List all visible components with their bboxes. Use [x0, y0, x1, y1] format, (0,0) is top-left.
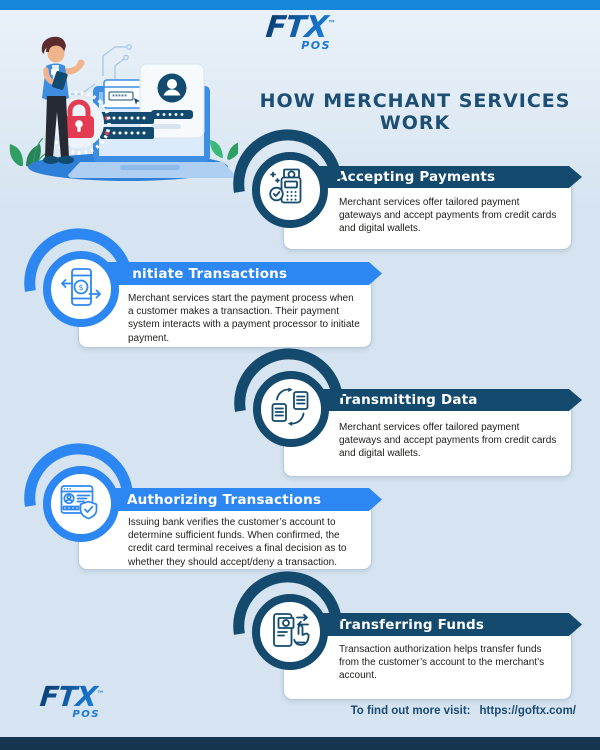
password-fields-illustration [100, 112, 154, 139]
cta-label: To find out more visit: [350, 705, 471, 717]
step-title-banner: Authorizing Transactions [100, 488, 382, 511]
brand-name: FTX™ [38, 681, 104, 714]
footer-cta: To find out more visit: https://goftx.com… [351, 705, 576, 717]
step-title: Initiate Transactions [127, 265, 288, 282]
step-title-banner: Transferring Funds [310, 613, 582, 636]
person-illustration [41, 36, 85, 164]
bottom-accent-bar [0, 737, 600, 750]
phone-hand-transfer-icon [233, 571, 342, 670]
step-title: Accepting Payments [337, 169, 496, 185]
step-description: Merchant services offer tailored payment… [339, 197, 557, 235]
account-shield-check-icon [24, 443, 133, 542]
step-description: Transaction authorization helps transfer… [339, 644, 545, 682]
step-title: Transmitting Data [337, 392, 478, 408]
cta-link[interactable]: https://goftx.com/ [479, 705, 576, 717]
step-title-banner: Initiate Transactions [100, 262, 382, 285]
trademark-symbol: ™ [96, 689, 104, 698]
brand-logo-bottom: FTX™ POS [40, 684, 103, 720]
pos-terminal-check-icon [233, 129, 342, 228]
step-title-banner: Accepting Payments [310, 166, 582, 188]
brand-name: FTX™ [264, 10, 335, 45]
documents-exchange-icon [234, 348, 343, 447]
page-title: HOW MERCHANT SERVICES WORK [259, 90, 571, 134]
svg-text:*****: ***** [112, 94, 127, 101]
step-description: Merchant services offer tailored payment… [339, 422, 557, 460]
phone-payment-arrows-icon: $ [24, 228, 133, 327]
step-title-banner: Transmitting Data [310, 389, 582, 411]
step-title: Transferring Funds [337, 616, 485, 633]
svg-text:$: $ [78, 283, 83, 292]
top-accent-bar [0, 0, 600, 10]
trademark-symbol: ™ [327, 19, 335, 28]
login-card-illustration [139, 63, 205, 139]
step-description: Merchant services start the payment proc… [128, 293, 360, 344]
brand-sub: POS [72, 707, 100, 720]
brand-sub: POS [301, 39, 332, 52]
step-description: Issuing bank verifies the customer’s acc… [128, 517, 347, 568]
step-title: Authorizing Transactions [127, 491, 322, 508]
hero-illustration: ***** [9, 36, 238, 181]
brand-logo-top: FTX™ POS [0, 13, 600, 52]
